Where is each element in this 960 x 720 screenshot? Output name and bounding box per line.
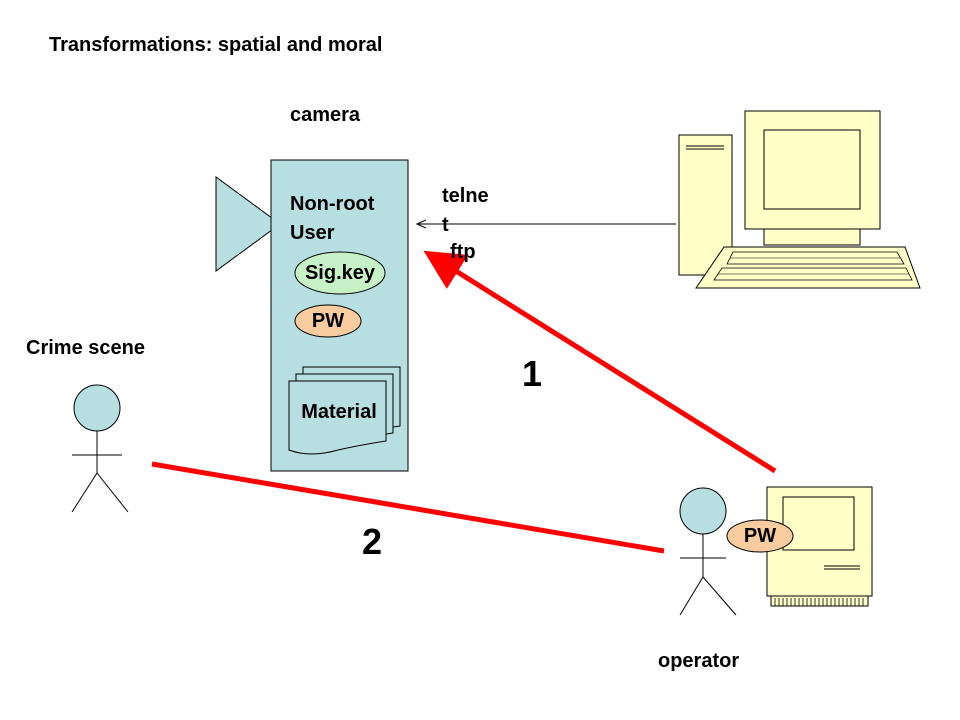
operator-person-icon: [679, 487, 737, 616]
camera-pw-label: PW: [311, 310, 345, 332]
macintosh-computer-icon: [766, 486, 873, 607]
crime-scene-label: Crime scene: [26, 337, 145, 359]
arrow-1-number: 1: [522, 353, 543, 394]
camera-pw-ellipse: [294, 304, 362, 338]
operator-label: operator: [658, 650, 740, 672]
ftp-label: ftp: [450, 241, 476, 263]
camera-label: camera: [290, 104, 361, 126]
red-arrow-1: [423, 250, 777, 474]
operator-pw-ellipse: [726, 519, 794, 553]
crime-scene-person-icon: [71, 384, 129, 513]
desktop-computer-icon: [678, 110, 921, 289]
telnet-label-line2: t: [442, 214, 449, 236]
operator-pw-label: PW: [743, 525, 777, 547]
telnet-label-line1: telne: [442, 185, 489, 207]
non-root-user-label-line1: Non-root: [290, 193, 375, 215]
non-root-user-label-line2: User: [290, 222, 335, 244]
line-2-number: 2: [362, 521, 383, 562]
sig-key-ellipse: [294, 251, 386, 295]
sig-key-label: Sig.key: [304, 262, 376, 284]
page-title: Transformations: spatial and moral: [49, 34, 383, 56]
camera-lens-icon: [215, 176, 281, 272]
red-line-2: [151, 461, 665, 554]
material-label: Material: [301, 401, 377, 423]
document-stack-icon: [288, 366, 401, 455]
